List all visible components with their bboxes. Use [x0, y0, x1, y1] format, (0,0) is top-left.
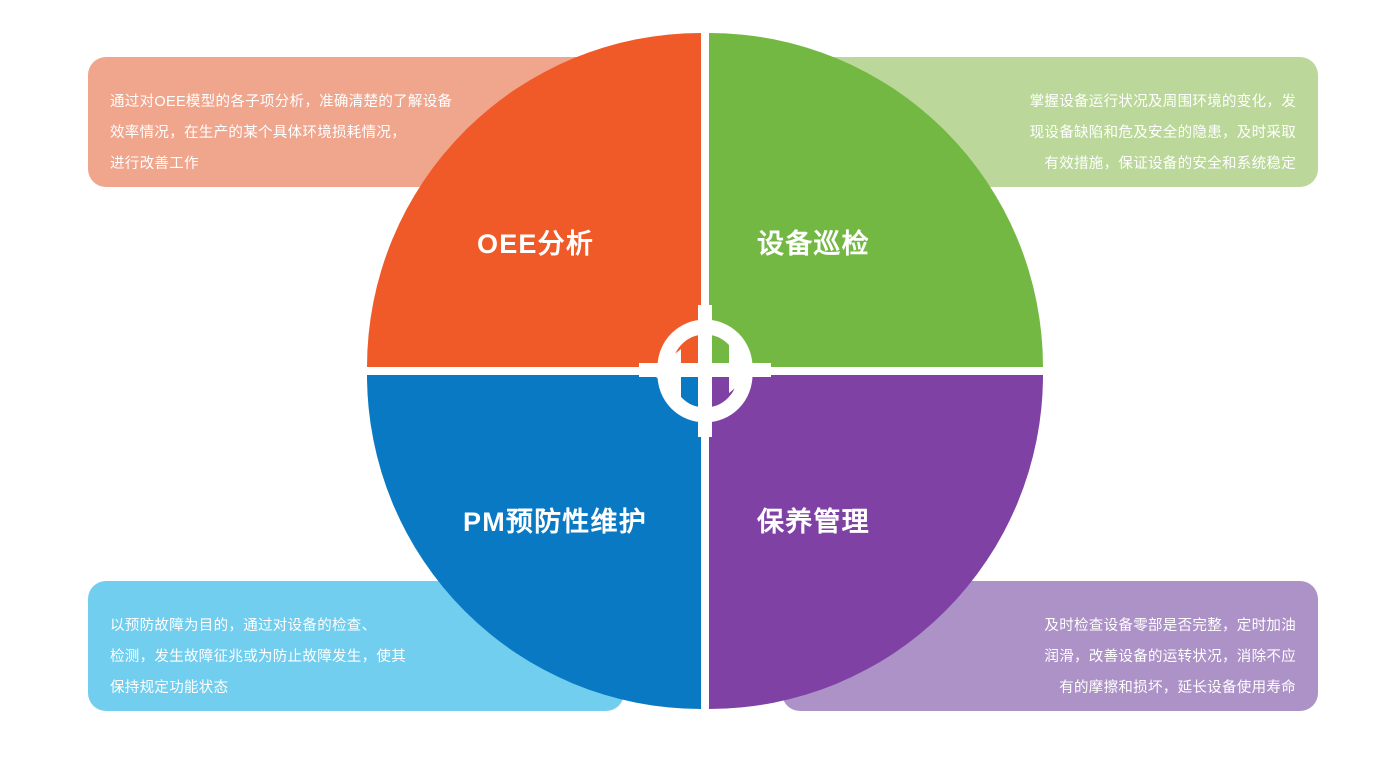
quadrant-maintenance[interactable]	[709, 375, 1043, 709]
quadrant-oee[interactable]	[367, 33, 701, 367]
quadrant-wheel	[367, 33, 1043, 709]
quadrant-label-oee: OEE分析	[477, 229, 595, 259]
quadrant-pm[interactable]	[367, 375, 701, 709]
quadrant-label-maintenance: 保养管理	[757, 507, 870, 537]
quadrant-label-pm: PM预防性维护	[463, 507, 647, 537]
quadrant-inspection[interactable]	[709, 33, 1043, 367]
quadrant-label-inspection: 设备巡检	[757, 229, 870, 259]
